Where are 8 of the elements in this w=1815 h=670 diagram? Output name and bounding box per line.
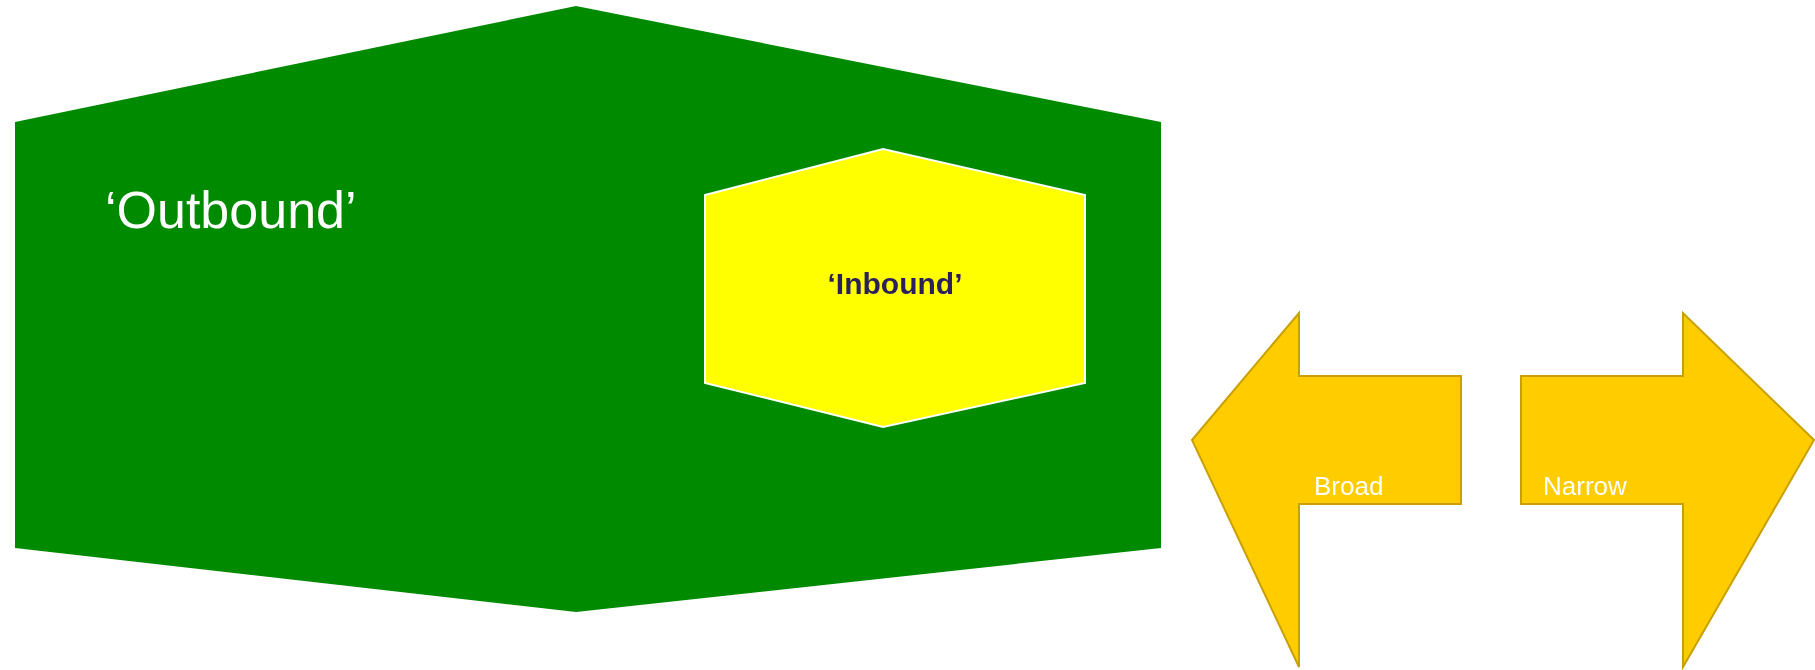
right-arrow-shape bbox=[1521, 313, 1815, 667]
hexagon-shape bbox=[15, 6, 1161, 612]
shape-label: ‘Inbound’ bbox=[826, 267, 964, 301]
left-arrow-shape bbox=[1192, 313, 1462, 667]
shape-label: Narrow bbox=[1543, 471, 1627, 502]
shape-label: ‘Outbound’ bbox=[105, 180, 357, 240]
hexagon-shape bbox=[705, 149, 1085, 427]
shape-label: Broad bbox=[1314, 471, 1384, 502]
